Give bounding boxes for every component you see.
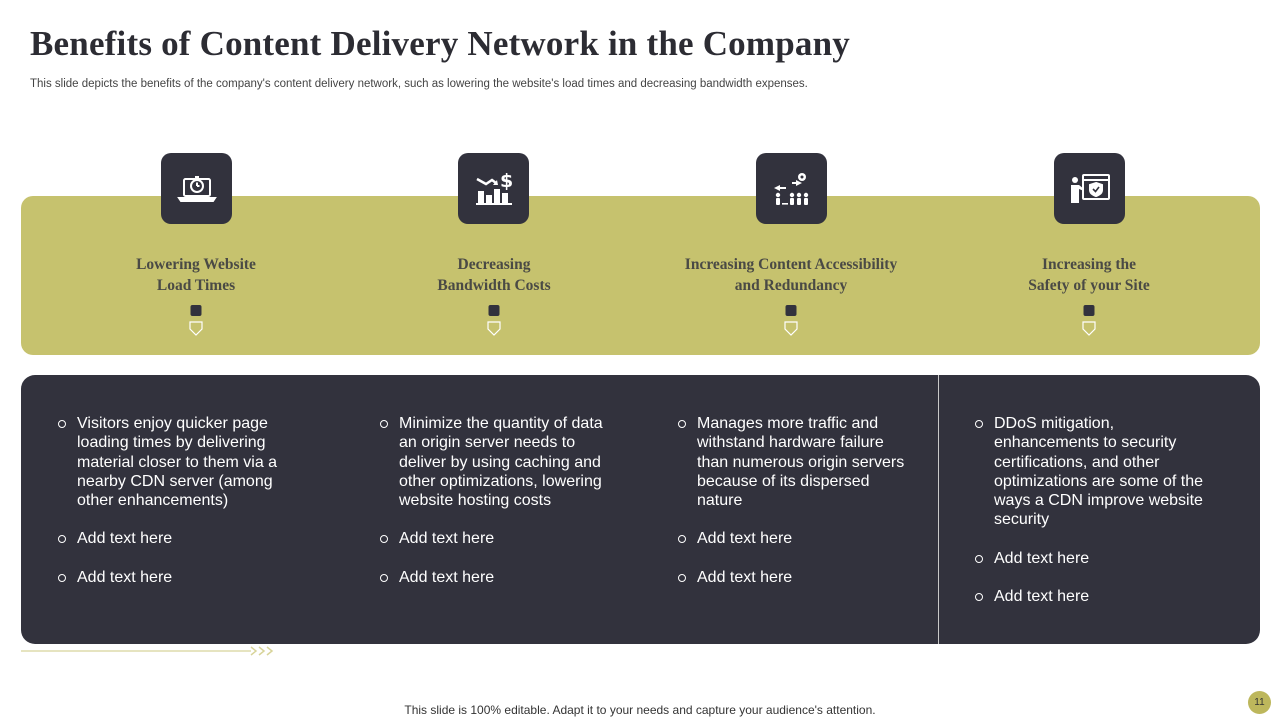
benefit-3-points: Manages more traffic and withstand hardw…	[678, 414, 918, 606]
slide-subtitle: This slide depicts the benefits of the c…	[30, 78, 808, 90]
benefit-2-marker-icon	[487, 305, 501, 336]
bullet-point: Minimize the quantity of data an origin …	[380, 414, 620, 510]
benefit-2-icon-box: $	[458, 153, 529, 224]
bullet-point: Add text here	[58, 568, 298, 587]
benefit-3-marker-icon	[784, 305, 798, 336]
bullet-point: Add text here	[380, 529, 620, 548]
benefit-4-icon-box	[1054, 153, 1125, 224]
benefits-header-band	[21, 196, 1260, 355]
bullet-point: DDoS mitigation, enhancements to securit…	[975, 414, 1215, 530]
bullet-point: Add text here	[58, 529, 298, 548]
benefit-1-marker-icon	[189, 305, 203, 336]
slide-footer: This slide is 100% editable. Adapt it to…	[404, 703, 876, 717]
benefit-3-icon-box	[756, 153, 827, 224]
bullet-point: Visitors enjoy quicker page loading time…	[58, 414, 298, 510]
svg-text:$: $	[500, 170, 513, 192]
page-number-badge: 11	[1248, 691, 1271, 714]
benefits-detail-panel	[21, 375, 1260, 644]
bullet-point: Add text here	[380, 568, 620, 587]
benefit-1-icon-box	[161, 153, 232, 224]
bullet-point: Add text here	[678, 568, 918, 587]
bullet-point: Add text here	[975, 549, 1215, 568]
benefit-4-points: DDoS mitigation, enhancements to securit…	[975, 414, 1215, 625]
bullet-point: Manages more traffic and withstand hardw…	[678, 414, 918, 510]
benefit-4-marker-icon	[1082, 305, 1096, 336]
benefit-2-points: Minimize the quantity of data an origin …	[380, 414, 620, 606]
people-network-gear-icon	[773, 172, 808, 205]
bullet-point: Add text here	[678, 529, 918, 548]
dollar-chart-down-icon: $	[475, 170, 513, 205]
slide-title: Benefits of Content Delivery Network in …	[30, 24, 850, 63]
decorative-arrow-line	[21, 646, 274, 656]
presenter-shield-browser-icon	[1070, 173, 1110, 203]
laptop-stopwatch-icon	[176, 175, 217, 202]
bullet-point: Add text here	[975, 587, 1215, 606]
benefit-1-points: Visitors enjoy quicker page loading time…	[58, 414, 298, 606]
panel-divider	[938, 375, 939, 644]
